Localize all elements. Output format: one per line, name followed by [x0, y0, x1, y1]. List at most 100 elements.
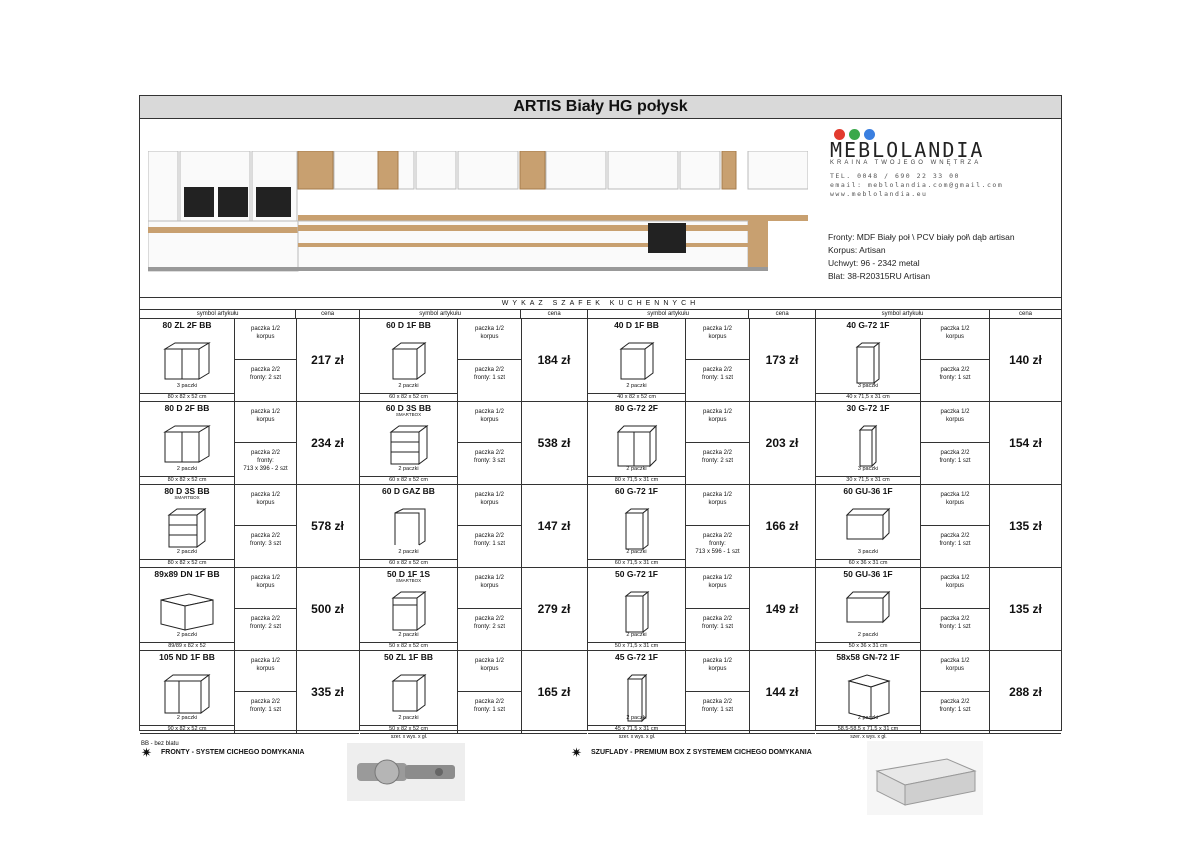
logo-dot-red: [834, 129, 845, 140]
cabinet-price: 217 zł: [311, 353, 344, 367]
cabinet-dimensions: 60 x 82 x 52 cm: [360, 476, 457, 483]
package-count: 2 paczki: [857, 632, 879, 638]
base-3drawer-icon: [165, 507, 209, 554]
package-count: 2 paczki: [857, 715, 879, 721]
cabinet-dimensions: 60 x 82 x 52 cm: [360, 559, 457, 566]
cabinet-price: 288 zł: [1009, 685, 1042, 699]
corner-icon: [159, 590, 215, 637]
wall-flap-icon: [843, 590, 893, 629]
cabinet-subtitle: SMARTBOX: [395, 578, 422, 583]
cabinet-price: 154 zł: [1009, 436, 1042, 450]
cabinet-symbol: 58x58 GN-72 1F: [836, 652, 900, 662]
contact-website: www.meblolandia.eu: [830, 190, 928, 198]
price-header: cena: [775, 311, 789, 317]
brand-tagline: KRAINA TWOJEGO WNĘTRZA: [830, 160, 982, 166]
cabinet-row: 58x58 GN-72 1F 2 paczki 58,5-58,5 x 71,5 x…: [816, 651, 1061, 734]
package-count: 3 paczki: [857, 466, 879, 472]
cabinet-dimensions: 89/89 x 82 x 52: [140, 642, 234, 649]
package-count: 2 paczki: [176, 549, 198, 555]
cabinet-subtitle: SMARTBOX: [395, 412, 422, 417]
cabinet-dimensions: 45 x 71,5 x 31 cm: [588, 725, 685, 732]
soft-close-icon: ✷: [141, 745, 152, 760]
cabinet-symbol: 80 ZL 2F BB: [162, 320, 212, 330]
cabinet-dimensions: 90 x 82 x 52 cm: [140, 725, 234, 732]
cabinet-dimensions: 58,5-58,5 x 71,5 x 31 cm: [816, 725, 920, 732]
bb-note: BB - bez blatu: [141, 741, 179, 747]
contact-email: email: meblolandia.com@gmail.com: [830, 181, 1004, 189]
wall-corner-icon: [843, 673, 893, 726]
package-count: 3 paczki: [857, 383, 879, 389]
logo-dot-blue: [864, 129, 875, 140]
cabinet-symbol: 30 G-72 1F: [846, 403, 890, 413]
cabinet-symbol: 60 D 1F BB: [386, 320, 431, 330]
cabinet-dimensions: 60 x 82 x 52 cm: [360, 393, 457, 400]
cabinet-price: 147 zł: [537, 519, 571, 533]
cabinet-symbol: 50 D 1F 1S: [387, 569, 430, 579]
cabinet-dimensions: 30 x 71,5 x 31 cm: [816, 476, 920, 483]
logo-dots: [834, 129, 1060, 140]
kitchen-illustration: [148, 151, 808, 272]
package-count: 2 paczki: [398, 549, 419, 555]
package-count: 2 paczki: [626, 632, 647, 638]
cabinet-symbol: 60 D 3S BB: [385, 403, 432, 413]
package-count: 2 paczki: [626, 715, 647, 721]
cabinet-symbol: 50 ZL 1F BB: [384, 652, 433, 662]
cabinet-symbol: 80 G-72 2F: [615, 403, 658, 413]
cabinet-price: 335 zł: [311, 685, 344, 699]
drawers-feature-label: SZUFLADY - PREMIUM BOX Z SYSTEMEM CICHEG…: [591, 749, 812, 756]
base-3drawer-icon: [387, 424, 431, 471]
cabinet-price: 173 zł: [765, 353, 799, 367]
open-base-icon: [389, 507, 429, 552]
spec-fronts: Fronty: MDF Biały poł \ PCV biały poł\ d…: [828, 232, 1015, 242]
cabinet-symbol: 60 D GAZ BB: [382, 486, 435, 496]
cabinet-symbol: 89x89 DN 1F BB: [154, 569, 220, 579]
cabinet-price: 538 zł: [537, 436, 571, 450]
cabinet-item: 60 D GAZ BB 2 paczki 60 x 82 x 52 cm: [360, 485, 458, 567]
cabinet-symbol: 40 G-72 1F: [846, 320, 890, 330]
cabinet-item: 58x58 GN-72 1F 2 paczki 58,5-58,5 x 71,5 x…: [816, 651, 921, 733]
cabinet-subtitle: SMARTBOX: [174, 495, 200, 500]
cabinet-symbol: 105 ND 1F BB: [159, 652, 215, 662]
cabinet-price: 165 zł: [537, 685, 571, 699]
wall-2door-icon: [614, 424, 660, 473]
package-count: 3 paczki: [857, 549, 879, 555]
price-header: cena: [547, 311, 561, 317]
